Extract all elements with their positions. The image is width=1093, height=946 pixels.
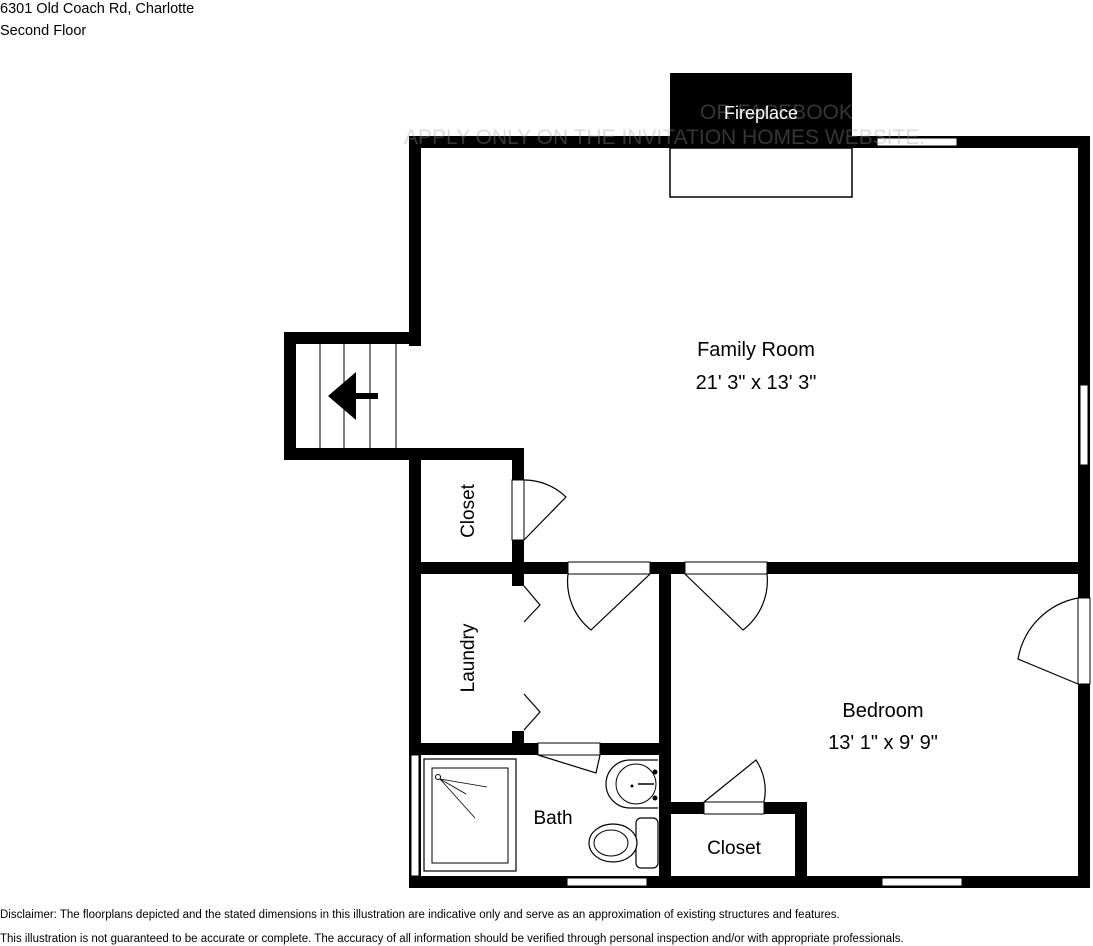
family-room-name: Family Room (697, 339, 815, 361)
bedroom-door-leaf (684, 561, 768, 575)
window-west-bath (410, 754, 420, 877)
south-wall (409, 876, 1090, 888)
laundry-bifold-lower (523, 693, 541, 731)
stair-wall-top (284, 332, 421, 344)
closet-door-leaf (511, 479, 525, 541)
bedroom-closet-door-swing (703, 759, 766, 803)
bedroom-closet-side-wall (795, 802, 807, 888)
bath-door-swing (537, 754, 601, 774)
west-wall-upper (409, 136, 421, 346)
address-text: 6301 Old Coach Rd, Charlotte (0, 1, 195, 17)
disclaimer-line2: This illustration is not guaranteed to b… (0, 933, 904, 945)
window-north (876, 137, 958, 147)
laundry-door-leaf (567, 561, 651, 575)
bedroom-east-door-swing (1017, 597, 1079, 685)
closet-left-label: Closet (458, 483, 479, 538)
laundry-stub-wall (512, 731, 524, 755)
window-south-bedroom (881, 877, 963, 887)
laundry-bifold-upper (523, 585, 541, 623)
toilet-icon (588, 817, 659, 869)
sink-icon (605, 759, 658, 809)
window-south-bath (566, 877, 648, 887)
bedroom-east-door-leaf (1077, 597, 1091, 685)
laundry-bedroom-wall (659, 562, 671, 888)
shower-icon (423, 758, 517, 872)
fireplace-label: Fireplace (724, 103, 798, 123)
bath-label: Bath (533, 808, 572, 829)
window-east-family (1079, 384, 1089, 466)
stair-wall-bottom (284, 448, 524, 460)
laundry-door-swing (566, 573, 651, 631)
bedroom-dims: 13' 1" x 9' 9" (828, 732, 938, 754)
disclaimer-line1: Disclaimer: The floorplans depicted and … (0, 909, 840, 921)
floor-label: Second Floor (0, 23, 87, 39)
fireplace-box (669, 147, 853, 198)
bedroom-name: Bedroom (842, 700, 923, 722)
bedroom-door-swing (684, 573, 768, 631)
bedroom-closet-door-leaf (703, 801, 765, 815)
family-room-dims: 21' 3" x 13' 3" (696, 372, 817, 394)
watermark-line1: OR FACEBOOK (700, 101, 853, 124)
stairs-arrow-icon (328, 372, 378, 420)
closet-bedroom-label: Closet (707, 838, 762, 859)
closet-door-swing (523, 479, 567, 541)
watermark-line2: APPLY ONLY ON THE INVITATION HOMES WEBSI… (404, 126, 925, 149)
stair-wall-left (284, 332, 296, 460)
bath-door-leaf (537, 742, 601, 756)
east-wall (1078, 136, 1090, 888)
fireplace-hearth (670, 73, 852, 148)
laundry-label: Laundry (458, 623, 479, 692)
